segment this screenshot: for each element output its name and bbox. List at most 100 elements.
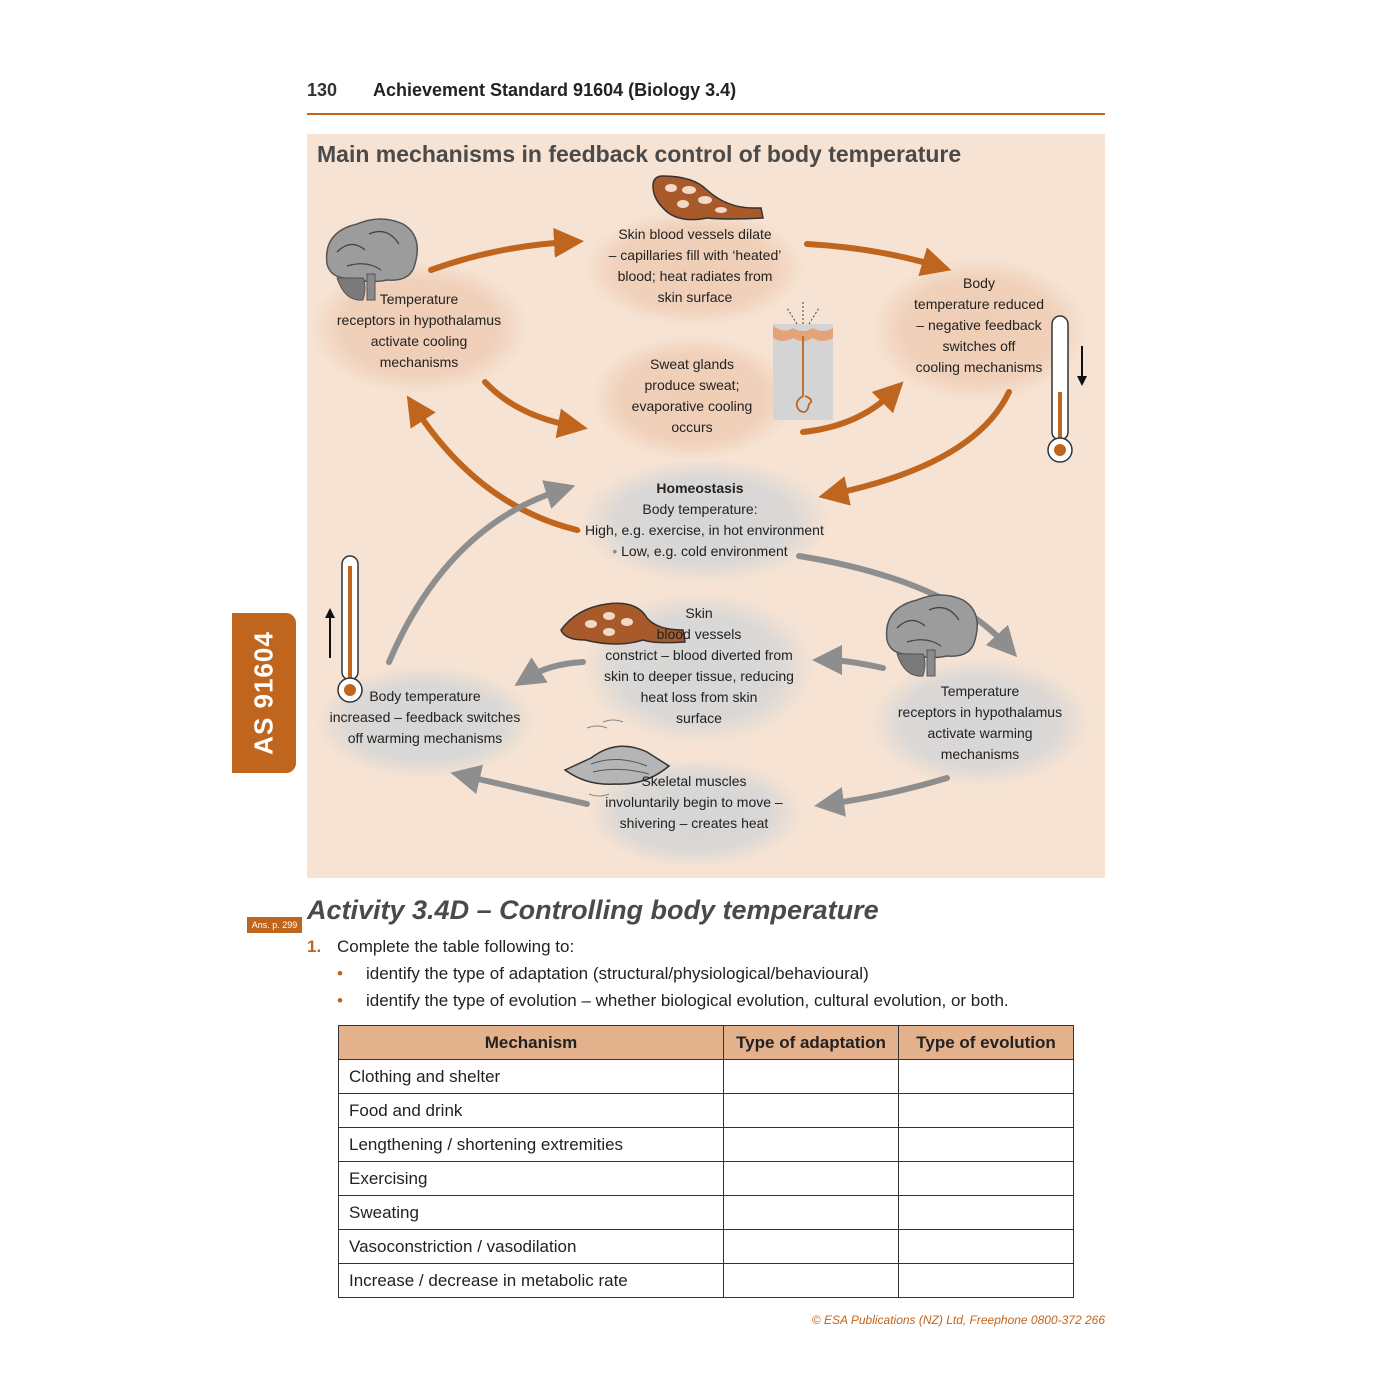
node-line: involuntarily begin to move – xyxy=(605,794,783,810)
arrow-homeostasis-to-hypothalamus-cooling xyxy=(406,395,580,533)
node-line: skin to deeper tissue, reducing xyxy=(604,668,794,684)
arrow-warming-to-shivering xyxy=(814,775,950,817)
evolution-answer-cell[interactable] xyxy=(898,1263,1074,1298)
arrow-dilate-to-reduced xyxy=(804,241,952,277)
adaptation-answer-cell[interactable] xyxy=(723,1229,899,1264)
node-line: Skin xyxy=(685,605,713,621)
node-line: Skin blood vessels dilate xyxy=(618,226,772,242)
adaptation-answer-cell[interactable] xyxy=(723,1161,899,1196)
node-line: receptors in hypothalamus xyxy=(897,704,1063,720)
node-line: – capillaries fill with ‘heated’ xyxy=(608,247,782,263)
node-line: mechanisms xyxy=(379,354,459,370)
node-homeostasis: Homeostasis Body temperature: High, e.g.… xyxy=(565,478,835,562)
question-number: 1. xyxy=(307,937,322,956)
sweat-gland-icon xyxy=(773,302,833,420)
homeostasis-bullet-high: High, e.g. exercise, in hot environment xyxy=(565,520,835,541)
bullet-text: identify the type of evolution – whether… xyxy=(366,991,1009,1010)
arrow-increased-to-homeostasis xyxy=(386,480,576,665)
diagram-title: Main mechanisms in feedback control of b… xyxy=(317,141,962,167)
node-line: blood; heat radiates from xyxy=(617,268,773,284)
activity-title: Activity 3.4D – Controlling body tempera… xyxy=(307,895,879,925)
homeostasis-line: Body temperature: xyxy=(642,501,758,517)
node-line: activate warming xyxy=(927,725,1033,741)
bullet-text: identify the type of adaptation (structu… xyxy=(366,964,869,983)
side-tab-label: AS 91604 xyxy=(248,631,279,755)
node-temp-increased: Body temperature increased – feedback sw… xyxy=(325,686,525,749)
header-type-of-adaptation: Type of adaptation xyxy=(723,1025,899,1060)
instruction-bullet: • identify the type of evolution – whethe… xyxy=(337,991,1009,1011)
table-row: Increase / decrease in metabolic rate xyxy=(338,1263,1074,1298)
node-line: Temperature xyxy=(379,291,459,307)
node-line: skin surface xyxy=(657,289,733,305)
bullet-dot: • xyxy=(337,991,343,1010)
evolution-answer-cell[interactable] xyxy=(898,1059,1074,1094)
node-line: switches off xyxy=(942,338,1016,354)
adaptation-answer-cell[interactable] xyxy=(723,1093,899,1128)
adaptation-answer-cell[interactable] xyxy=(723,1263,899,1298)
instruction-bullet: • identify the type of adaptation (struct… xyxy=(337,964,869,984)
adaptation-answer-cell[interactable] xyxy=(723,1059,899,1094)
node-line: increased – feedback switches xyxy=(329,709,521,725)
table-row: Food and drink xyxy=(338,1093,1074,1128)
evolution-answer-cell[interactable] xyxy=(898,1093,1074,1128)
arrow-hypothalamus-to-dilate xyxy=(428,227,584,273)
halo-temp-increased xyxy=(315,666,535,778)
node-line: off warming mechanisms xyxy=(347,730,503,746)
page-number: 130 xyxy=(307,80,338,100)
evolution-answer-cell[interactable] xyxy=(898,1127,1074,1162)
node-shivering: Skeletal muscles involuntarily begin to … xyxy=(594,771,794,834)
brain-icon-cooling xyxy=(325,218,418,301)
evolution-answer-cell[interactable] xyxy=(898,1229,1074,1264)
node-line: – negative feedback xyxy=(916,317,1042,333)
node-line: evaporative cooling xyxy=(631,398,753,414)
answer-table: Mechanism Type of adaptation Type of evo… xyxy=(338,1025,1074,1298)
mechanism-cell: Exercising xyxy=(338,1161,724,1196)
mechanism-cell: Increase / decrease in metabolic rate xyxy=(338,1263,724,1298)
homeostasis-bullet-low: Low, e.g. cold environment xyxy=(565,541,835,562)
adaptation-answer-cell[interactable] xyxy=(723,1195,899,1230)
mechanism-cell: Lengthening / shortening extremities xyxy=(338,1127,724,1162)
header-rule xyxy=(307,113,1105,115)
halo-hypothalamus-warming xyxy=(870,658,1090,786)
node-line: surface xyxy=(676,710,722,726)
node-line: constrict – blood diverted from xyxy=(605,647,793,663)
node-line: Body temperature xyxy=(369,688,481,704)
table-row: Lengthening / shortening extremities xyxy=(338,1127,1074,1162)
halo-temp-reduced xyxy=(871,258,1087,402)
question-text: Complete the table following to: xyxy=(337,937,575,956)
table-row: Sweating xyxy=(338,1195,1074,1230)
arrow-warming-to-constrict xyxy=(812,645,886,676)
node-line: Body xyxy=(963,275,995,291)
node-line: temperature reduced xyxy=(914,296,1044,312)
node-hypothalamus-warming: Temperature receptors in hypothalamus ac… xyxy=(890,681,1070,765)
node-line: cooling mechanisms xyxy=(915,359,1043,375)
halo-vessels-dilate xyxy=(585,210,805,326)
bullet-dot: • xyxy=(337,964,343,983)
node-vessels-constrict: Skin blood vessels constrict – blood div… xyxy=(584,603,814,729)
node-vessels-dilate: Skin blood vessels dilate – capillaries … xyxy=(595,224,795,308)
table-row: Exercising xyxy=(338,1161,1074,1196)
thermometer-reduced-icon xyxy=(1047,315,1087,463)
arrow-hypothalamus-to-sweat xyxy=(482,379,588,439)
arrow-homeostasis-to-hypothalamus-warming xyxy=(796,553,1018,658)
adaptation-answer-cell[interactable] xyxy=(723,1127,899,1162)
evolution-answer-cell[interactable] xyxy=(898,1195,1074,1230)
evolution-answer-cell[interactable] xyxy=(898,1161,1074,1196)
node-temp-reduced: Body temperature reduced – negative feed… xyxy=(899,273,1059,378)
node-line: blood vessels xyxy=(656,626,742,642)
footer-credit: © ESA Publications (NZ) Ltd, Freephone 0… xyxy=(811,1313,1105,1327)
arrow-shivering-to-increased xyxy=(450,764,590,807)
arrow-reduced-to-homeostasis xyxy=(818,389,1012,506)
table-row: Clothing and shelter xyxy=(338,1059,1074,1094)
mechanism-cell: Sweating xyxy=(338,1195,724,1230)
node-sweat-glands: Sweat glands produce sweat; evaporative … xyxy=(612,354,772,438)
mechanism-cell: Clothing and shelter xyxy=(338,1059,724,1094)
table-header-row: Mechanism Type of adaptation Type of evo… xyxy=(338,1025,1074,1060)
mechanism-cell: Food and drink xyxy=(338,1093,724,1128)
arrow-constrict-to-increased xyxy=(514,657,586,687)
thermometer-increased-icon xyxy=(325,555,363,703)
halo-shivering xyxy=(587,759,803,867)
arrow-sweat-to-reduced xyxy=(800,381,904,435)
header-mechanism: Mechanism xyxy=(338,1025,724,1060)
node-line: Skeletal muscles xyxy=(641,773,747,789)
